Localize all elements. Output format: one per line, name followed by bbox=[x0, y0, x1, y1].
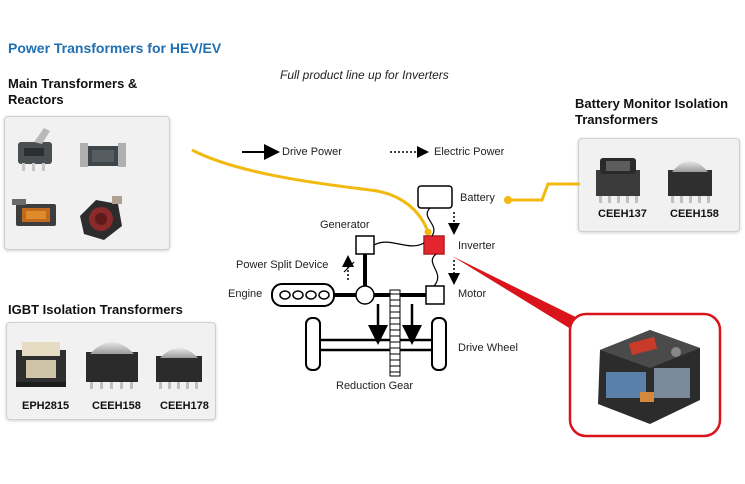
motor-label: Motor bbox=[458, 288, 487, 300]
page-subtitle: Full product line up for Inverters bbox=[280, 68, 449, 82]
main-product-4-image bbox=[80, 196, 122, 240]
drive-power-legend-label: Drive Power bbox=[282, 146, 342, 158]
battery-callout-dot bbox=[504, 196, 512, 204]
main-product-1-image bbox=[18, 128, 52, 171]
drivetrain-diagram bbox=[271, 185, 460, 377]
igbt-product-label-1: EPH2815 bbox=[22, 400, 70, 412]
main-transformers-heading-line2: Reactors bbox=[8, 92, 64, 107]
power-split-label: Power Split Device bbox=[236, 259, 329, 271]
battery-product-label-1: CEEH137 bbox=[598, 208, 647, 220]
battery-monitor-heading-line1: Battery Monitor Isolation bbox=[575, 96, 729, 111]
reduction-gear-label: Reduction Gear bbox=[336, 380, 414, 392]
main-transformers-heading-line1: Main Transformers & bbox=[8, 76, 138, 91]
motor-block bbox=[425, 285, 445, 305]
battery-monitor-heading: Battery Monitor Isolation Transformers bbox=[575, 96, 728, 128]
igbt-product-3-image bbox=[156, 348, 202, 389]
generator-label: Generator bbox=[320, 219, 370, 231]
battery-product-2-image bbox=[668, 161, 712, 203]
main-product-3-image bbox=[12, 199, 56, 226]
inverter-callout-beam bbox=[452, 256, 598, 342]
igbt-product-label-3: CEEH178 bbox=[160, 400, 209, 412]
battery-product-label-2: CEEH158 bbox=[670, 208, 719, 220]
battery-block bbox=[417, 185, 453, 209]
battery-monitor-heading-line2: Transformers bbox=[575, 112, 659, 127]
igbt-product-2-image bbox=[86, 342, 138, 389]
page-title: Power Transformers for HEV/EV bbox=[8, 40, 222, 56]
engine-cylinders bbox=[279, 290, 330, 300]
main-callout-dot bbox=[424, 228, 432, 236]
electric-power-legend-label: Electric Power bbox=[434, 146, 505, 158]
engine-label: Engine bbox=[228, 288, 263, 300]
generator-block bbox=[355, 235, 375, 255]
battery-product-1-image bbox=[596, 158, 640, 203]
inverter-label: Inverter bbox=[458, 240, 496, 252]
battery-callout-line bbox=[508, 182, 580, 202]
igbt-product-label-2: CEEH158 bbox=[92, 400, 141, 412]
inverter-unit-image bbox=[598, 330, 700, 424]
main-product-2-image bbox=[80, 143, 126, 167]
battery-label: Battery bbox=[460, 192, 495, 204]
inverter-block bbox=[423, 235, 445, 255]
igbt-product-1-image bbox=[16, 342, 66, 387]
power-split-device bbox=[355, 285, 375, 305]
drive-wheel-label: Drive Wheel bbox=[458, 342, 518, 354]
main-transformer-callout-line bbox=[191, 148, 430, 233]
igbt-heading: IGBT Isolation Transformers bbox=[8, 302, 183, 317]
main-transformers-heading: Main Transformers & Reactors bbox=[8, 76, 137, 108]
